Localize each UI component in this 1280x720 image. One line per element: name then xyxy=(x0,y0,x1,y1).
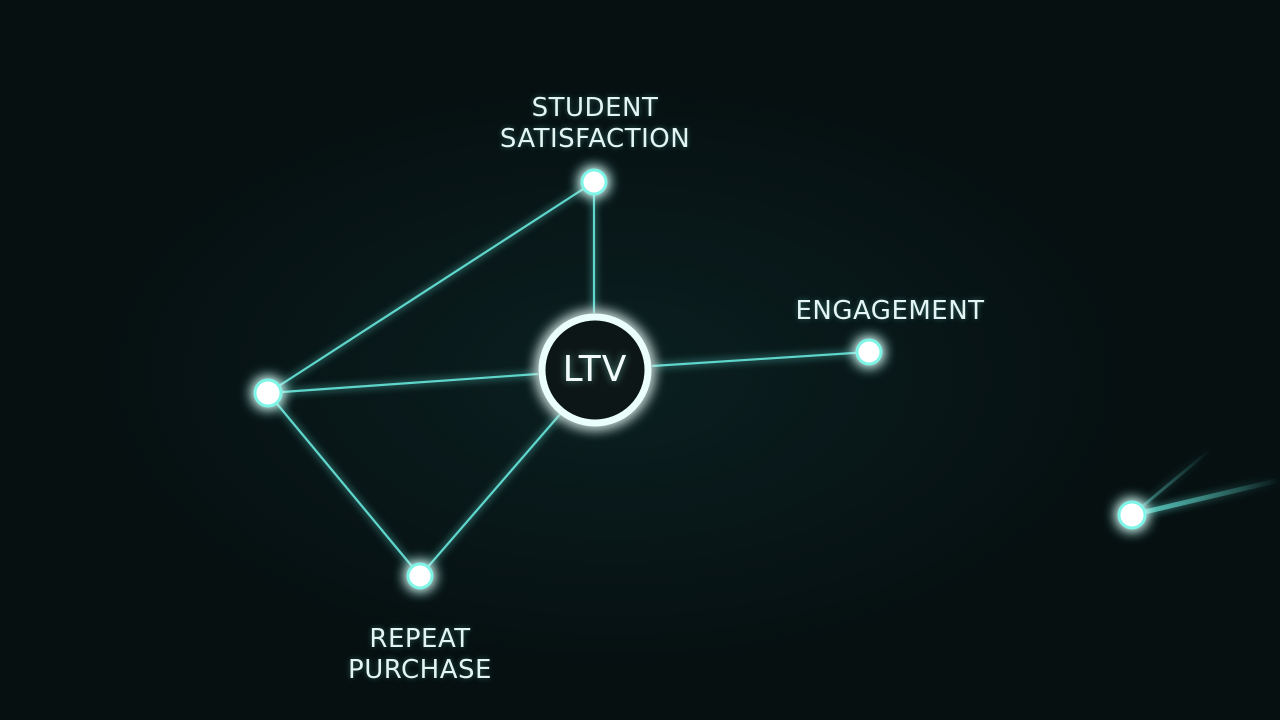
nodes xyxy=(253,168,1147,590)
edge-left-to-satisfaction xyxy=(267,181,595,394)
edge-left-to-hub xyxy=(267,372,539,395)
node-far-right xyxy=(1117,500,1147,530)
label-repeat-purchase: REPEAT PURCHASE xyxy=(348,624,492,685)
edge-repeat-to-hub xyxy=(419,411,563,577)
label-student-satisfaction: STUDENT SATISFACTION xyxy=(499,93,691,154)
node-student-satisfaction xyxy=(580,168,608,196)
edge-far-right-trail-2 xyxy=(1131,448,1211,517)
edge-far-right-trail-1 xyxy=(1131,477,1280,518)
edge-left-to-repeat xyxy=(267,392,421,577)
edge-hub-to-engagement xyxy=(651,350,870,368)
node-repeat-purchase xyxy=(406,562,434,590)
hub-ring xyxy=(538,313,652,427)
node-left xyxy=(253,378,283,408)
node-engagement xyxy=(855,338,883,366)
edges xyxy=(267,181,1280,577)
label-engagement: ENGAGEMENT xyxy=(795,296,985,326)
hub-label-ltv: LTV xyxy=(562,349,628,390)
